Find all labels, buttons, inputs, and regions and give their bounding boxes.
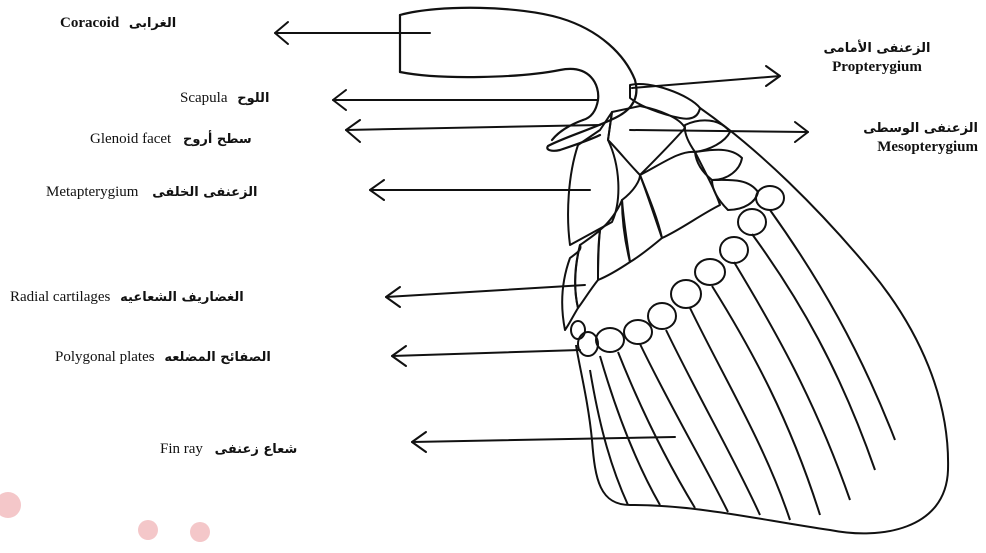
label-glenoid-en: Glenoid facet bbox=[90, 131, 171, 147]
arrow-mesopterygium bbox=[630, 122, 808, 142]
label-coracoid-ar: الغرابى bbox=[129, 16, 176, 31]
label-mesopterygium: الزعنفى الوسطى Mesopterygium bbox=[810, 120, 978, 156]
arrow-finray bbox=[412, 432, 675, 452]
label-coracoid: Coracoid الغرابى bbox=[60, 14, 176, 33]
label-metapterygium-en: Metapterygium bbox=[46, 184, 138, 200]
label-radial-en: Radial cartilages bbox=[10, 289, 110, 305]
label-glenoid-ar: سطح أروح bbox=[183, 132, 252, 147]
label-coracoid-en: Coracoid bbox=[60, 15, 119, 31]
label-scapula-ar: اللوح bbox=[237, 91, 269, 106]
label-radial: Radial cartilages الغضاريف الشعاعيه bbox=[10, 288, 244, 307]
label-polygonal: Polygonal plates الصفائح المضلعه bbox=[55, 348, 271, 367]
label-finray: Fin ray شعاع زعنفى bbox=[160, 440, 297, 459]
arrow-coracoid bbox=[275, 22, 430, 44]
label-propterygium-en: Propterygium bbox=[792, 58, 962, 76]
pointer-lines bbox=[275, 22, 808, 452]
label-glenoid: Glenoid facet سطح أروح bbox=[90, 130, 252, 149]
label-scapula: Scapula اللوح bbox=[180, 89, 269, 108]
arrow-scapula bbox=[333, 90, 598, 110]
label-mesopterygium-ar: الزعنفى الوسطى bbox=[810, 120, 978, 138]
label-propterygium-ar: الزعنفى الأمامى bbox=[792, 40, 962, 58]
label-propterygium: الزعنفى الأمامى Propterygium bbox=[792, 40, 962, 76]
label-finray-en: Fin ray bbox=[160, 441, 203, 457]
label-polygonal-ar: الصفائح المضلعه bbox=[164, 350, 271, 365]
label-scapula-en: Scapula bbox=[180, 90, 227, 106]
label-radial-ar: الغضاريف الشعاعيه bbox=[120, 290, 244, 305]
label-finray-ar: شعاع زعنفى bbox=[215, 442, 298, 457]
arrow-polygonal bbox=[392, 346, 580, 366]
arrow-metapterygium bbox=[370, 180, 590, 200]
label-metapterygium: Metapterygium الزعنفى الخلفى bbox=[46, 183, 257, 202]
label-metapterygium-ar: الزعنفى الخلفى bbox=[152, 185, 257, 200]
label-mesopterygium-en: Mesopterygium bbox=[810, 138, 978, 156]
arrow-radial bbox=[386, 285, 585, 307]
label-polygonal-en: Polygonal plates bbox=[55, 349, 155, 365]
watermark bbox=[0, 492, 210, 542]
